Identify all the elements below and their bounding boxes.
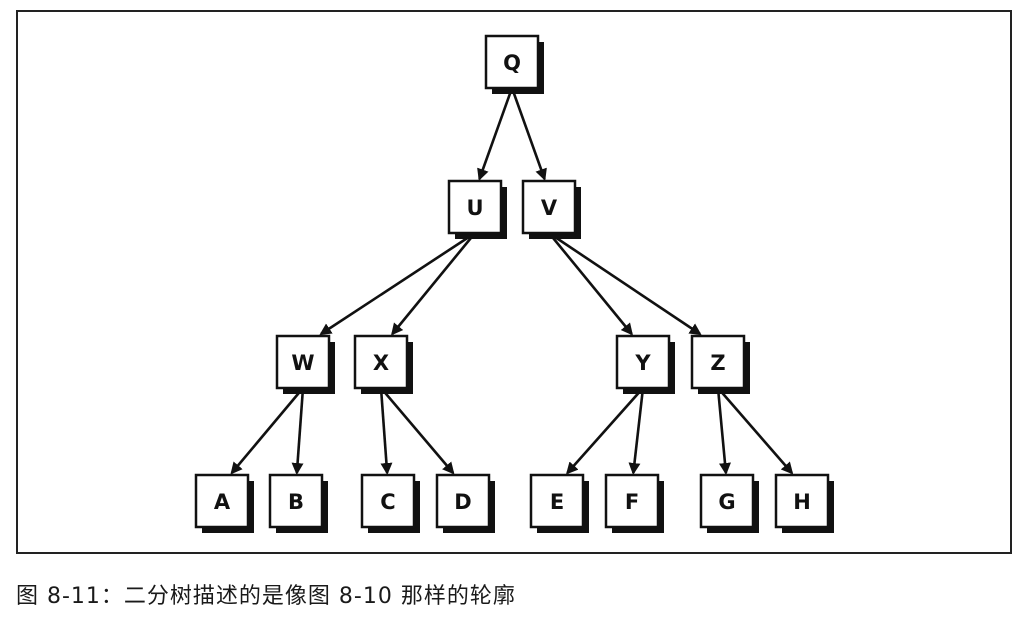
node-label: U (466, 196, 483, 220)
node-box (604, 473, 660, 529)
node-a: A (194, 473, 254, 533)
node-box (521, 179, 577, 235)
node-box (447, 179, 503, 235)
node-box (435, 473, 491, 529)
node-label: D (454, 490, 471, 514)
node-v: V (521, 179, 581, 239)
figure-caption: 图 8-11：二分树描述的是像图 8-10 那样的轮廓 (16, 584, 516, 609)
node-box (275, 334, 331, 390)
node-u: U (447, 179, 507, 239)
node-z: Z (690, 334, 750, 394)
node-box (615, 334, 671, 390)
edge-x-to-d (380, 387, 455, 475)
node-d: D (435, 473, 495, 533)
nodes-layer: Q U V W X Y Z A B C D E F G H (194, 34, 834, 533)
node-box (774, 473, 830, 529)
edge-y-to-f (628, 387, 645, 475)
node-g: G (699, 473, 759, 533)
node-label: V (541, 196, 558, 220)
node-label: Y (634, 351, 651, 375)
node-box (690, 334, 746, 390)
node-box (360, 473, 416, 529)
node-q: Q (484, 34, 544, 94)
node-box (194, 473, 250, 529)
edges-layer (230, 87, 794, 475)
edge-w-to-a (230, 387, 304, 475)
edge-q-to-v (510, 87, 547, 181)
node-label: W (291, 351, 314, 375)
node-label: X (373, 351, 389, 375)
node-label: E (550, 490, 564, 514)
node-box (699, 473, 755, 529)
node-box (484, 34, 540, 90)
edge-u-to-w (319, 231, 476, 336)
node-box (353, 334, 409, 390)
node-label: F (625, 490, 639, 514)
edge-v-to-z (548, 231, 702, 336)
edge-z-to-g (716, 387, 731, 475)
node-label: B (288, 490, 304, 514)
edge-q-to-u (477, 87, 514, 181)
node-box (529, 473, 585, 529)
node-x: X (353, 334, 413, 394)
node-label: Q (503, 51, 521, 75)
node-box (268, 473, 324, 529)
node-label: Z (710, 351, 725, 375)
node-h: H (774, 473, 834, 533)
node-c: C (360, 473, 420, 533)
node-f: F (604, 473, 664, 533)
edge-w-to-b (291, 387, 305, 475)
edge-x-to-c (379, 387, 393, 475)
node-e: E (529, 473, 589, 533)
edge-v-to-y (547, 232, 633, 336)
node-label: C (380, 490, 395, 514)
node-b: B (268, 473, 328, 533)
node-label: G (718, 490, 735, 514)
edge-u-to-x (391, 232, 477, 336)
node-label: A (214, 490, 231, 514)
node-y: Y (615, 334, 675, 394)
node-label: H (793, 490, 811, 514)
figure-frame (16, 10, 1012, 554)
edge-y-to-e (565, 387, 644, 475)
node-w: W (275, 334, 335, 394)
edge-z-to-h (717, 387, 794, 475)
